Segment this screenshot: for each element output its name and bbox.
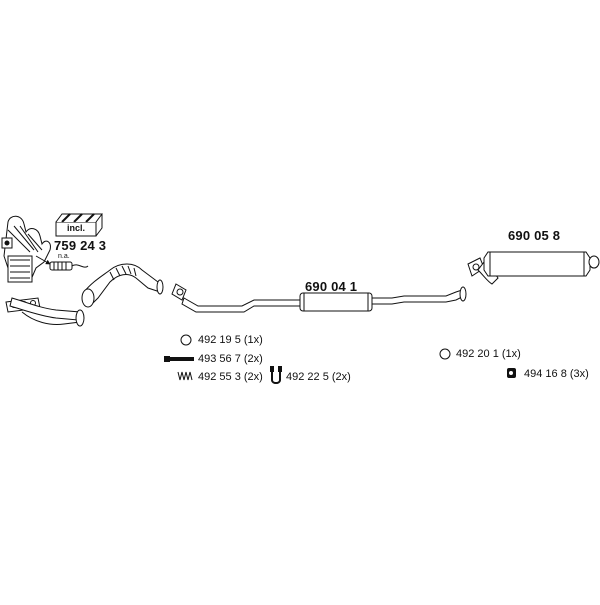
middle-silencer-part[interactable]	[171, 283, 467, 313]
rear-part-number: 690 05 8	[508, 228, 561, 243]
rear-silencer-part[interactable]	[467, 251, 600, 285]
fitting-label-3: 492 55 3 (2x)	[198, 371, 263, 383]
spring-icon[interactable]	[177, 371, 193, 381]
manifold-part-number: 759 24 3	[54, 238, 107, 253]
not-available-note: n.a.	[58, 253, 70, 260]
ring-clamp-icon-rear[interactable]	[439, 348, 451, 360]
downpipe-part[interactable]	[9, 297, 85, 327]
ring-clamp-icon[interactable]	[180, 334, 192, 346]
rubber-hanger-icon[interactable]	[507, 368, 516, 378]
included-parts-box-icon	[55, 213, 103, 237]
fitting-label-6: 494 16 8 (3x)	[524, 368, 589, 380]
fitting-label-2: 493 56 7 (2x)	[198, 353, 263, 365]
lambda-sensor-icon	[35, 255, 89, 271]
bolt-icon[interactable]	[164, 356, 194, 362]
exhaust-manifold-part[interactable]	[1, 215, 51, 283]
included-parts-label: incl.	[67, 223, 86, 233]
front-pipe-part[interactable]	[81, 263, 164, 308]
fitting-label-5: 492 20 1 (1x)	[456, 348, 521, 360]
u-clamp-icon[interactable]	[270, 366, 282, 384]
fitting-label-4: 492 22 5 (2x)	[286, 371, 351, 383]
fitting-label-1: 492 19 5 (1x)	[198, 334, 263, 346]
middle-part-number: 690 04 1	[305, 279, 358, 294]
